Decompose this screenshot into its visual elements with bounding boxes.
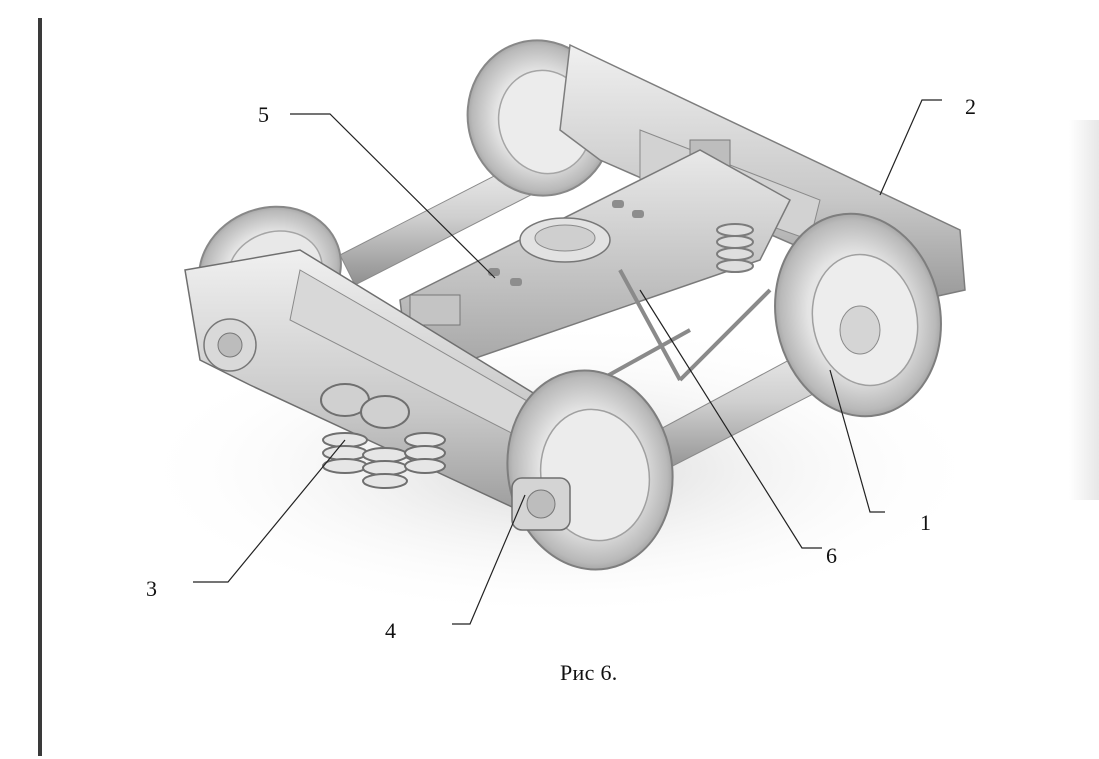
callout-3: 3 bbox=[146, 576, 157, 601]
figure-caption: Рис 6. bbox=[560, 660, 618, 685]
bolster-beam bbox=[399, 149, 791, 361]
leader-2 bbox=[879, 99, 942, 196]
callout-5: 5 bbox=[258, 102, 269, 127]
leader-3 bbox=[193, 439, 346, 583]
leader-5 bbox=[290, 113, 496, 279]
page-margin-rule bbox=[38, 18, 42, 756]
callout-2: 2 bbox=[965, 94, 976, 119]
leader-6 bbox=[639, 289, 822, 549]
leader-lines bbox=[193, 99, 942, 625]
axle-box bbox=[511, 477, 571, 531]
right-spring-set bbox=[716, 223, 754, 273]
leader-1 bbox=[829, 369, 885, 513]
leader-4 bbox=[452, 494, 526, 625]
callout-1: 1 bbox=[920, 510, 931, 535]
edge-shadow bbox=[1069, 120, 1099, 500]
callout-4: 4 bbox=[385, 618, 396, 643]
front-right-wheel bbox=[774, 212, 942, 418]
callout-6: 6 bbox=[826, 543, 837, 568]
brake-rods bbox=[599, 269, 772, 382]
left-spring-set bbox=[320, 383, 446, 489]
